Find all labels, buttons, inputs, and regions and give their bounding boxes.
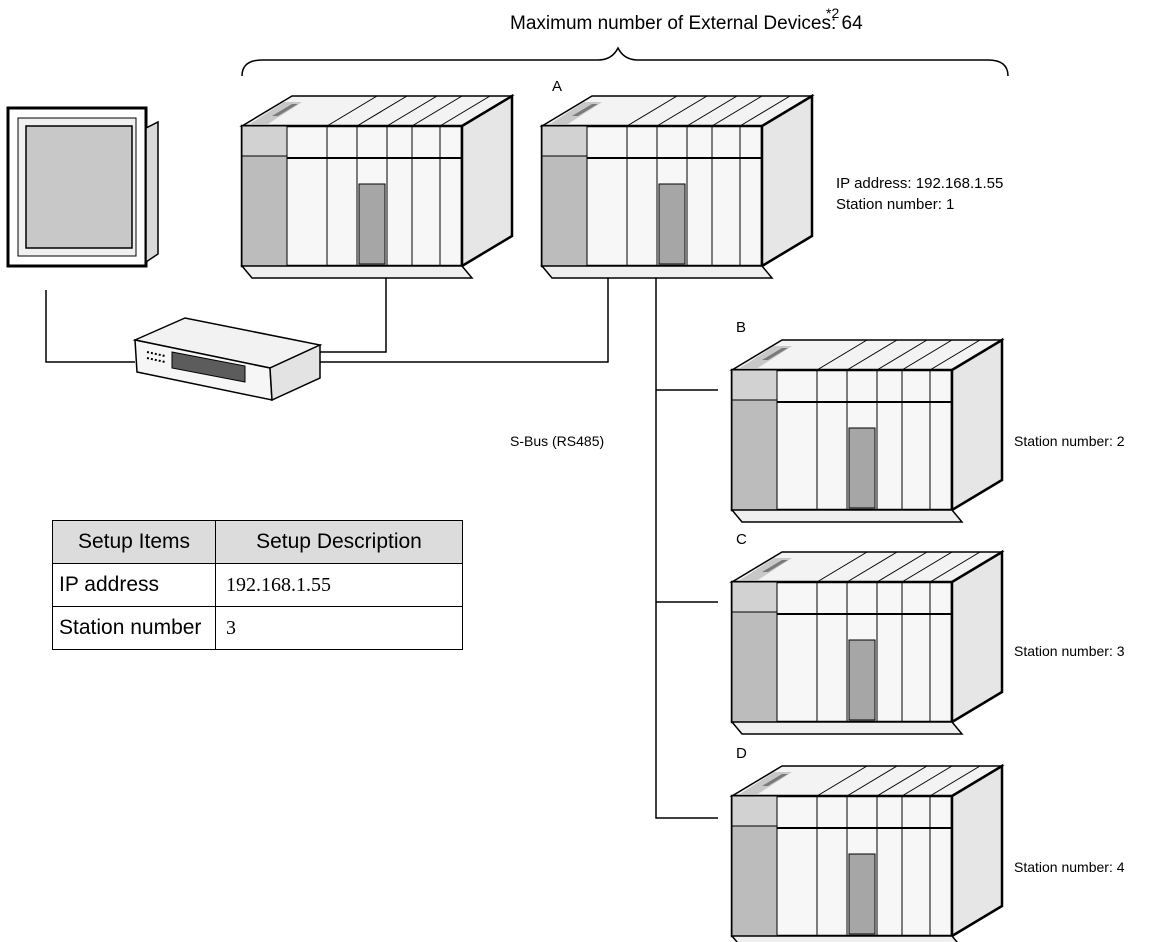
device-b-station-label: Station number: 2 bbox=[1014, 433, 1125, 449]
setup-value-ip: 192.168.1.55 bbox=[215, 563, 463, 607]
device-letter-d: D bbox=[736, 745, 747, 762]
setup-item-ip: IP address bbox=[52, 563, 216, 607]
plc-unit-unlabeled bbox=[240, 94, 514, 280]
device-c-station-label: Station number: 3 bbox=[1014, 643, 1125, 659]
setup-table-header-description: Setup Description bbox=[215, 520, 463, 564]
plc-unit-b bbox=[730, 338, 1004, 524]
setup-table-header-items: Setup Items bbox=[52, 520, 216, 564]
setup-value-station: 3 bbox=[215, 606, 463, 650]
setup-table: Setup Items Setup Description IP address… bbox=[52, 520, 463, 650]
network-cables bbox=[45, 268, 718, 819]
ethernet-hub bbox=[132, 317, 323, 402]
max-devices-label: Maximum number of External Devices: 64 bbox=[510, 13, 863, 34]
range-brace bbox=[241, 46, 1009, 77]
device-a-station-label: Station number: 1 bbox=[836, 196, 954, 213]
plc-unit-d bbox=[730, 764, 1004, 942]
plc-unit-a bbox=[540, 94, 814, 280]
device-letter-c: C bbox=[736, 531, 747, 548]
display-unit bbox=[6, 106, 159, 268]
device-letter-a: A bbox=[552, 78, 562, 95]
plc-unit-c bbox=[730, 550, 1004, 736]
setup-table-header: Setup Items Setup Description bbox=[52, 520, 463, 564]
table-row: Station number 3 bbox=[52, 606, 463, 650]
device-letter-b: B bbox=[736, 319, 746, 336]
table-row: IP address 192.168.1.55 bbox=[52, 563, 463, 607]
footnote-marker: *2 bbox=[826, 5, 839, 21]
setup-item-station: Station number bbox=[52, 606, 216, 650]
bus-label: S-Bus (RS485) bbox=[510, 433, 604, 449]
device-d-station-label: Station number: 4 bbox=[1014, 859, 1125, 875]
device-a-ip-label: IP address: 192.168.1.55 bbox=[836, 175, 1003, 192]
